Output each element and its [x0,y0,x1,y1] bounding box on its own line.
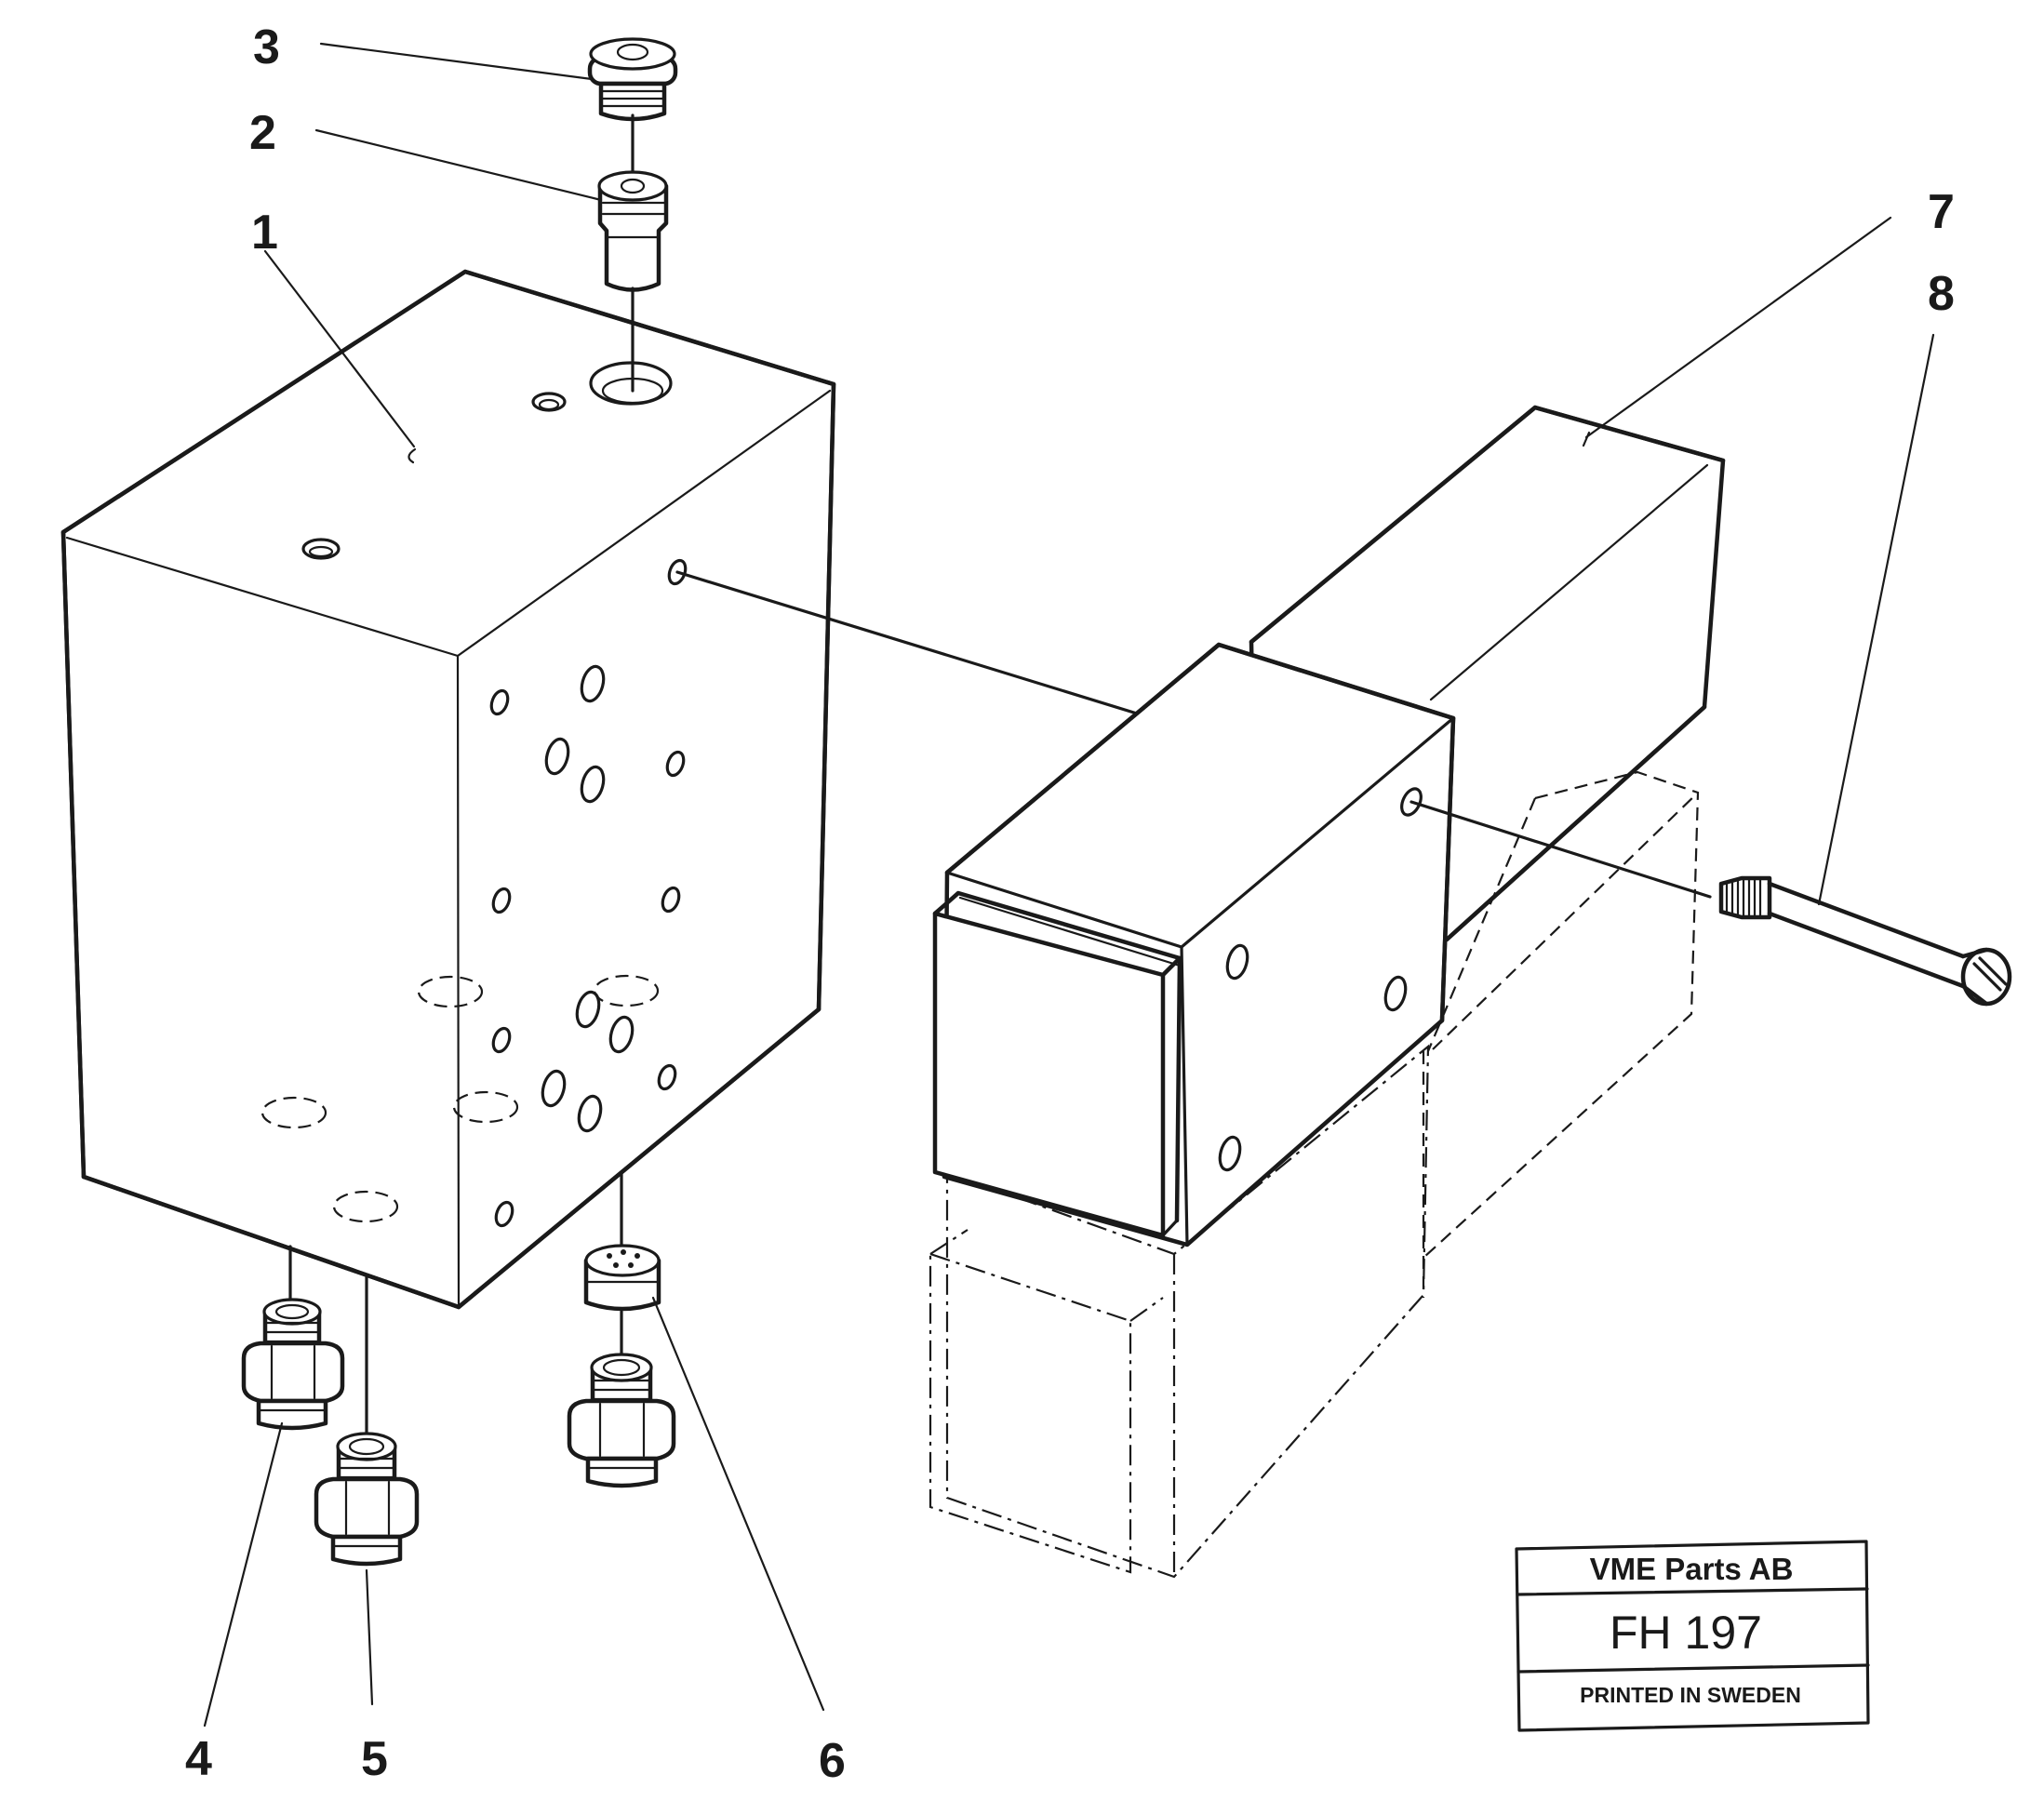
filter-6 [583,1244,661,1312]
callout-5: 5 [361,1732,388,1786]
title-block-drawing-code: FH 197 [1610,1607,1762,1659]
valve-block [60,269,1591,1310]
valve-solenoid-front [932,642,1456,1247]
cartridge [597,170,669,292]
callout-6: 6 [819,1734,846,1788]
axis-line-block-valve [675,570,1139,715]
fitting-4 [241,1298,345,1431]
title-block-company: VME Parts AB [1590,1552,1794,1586]
callout-8: 8 [1928,267,1955,321]
callout-1: 1 [251,206,278,260]
leader-lines [203,42,1935,1728]
bolt-8 [1718,875,2012,1007]
axis-line-bolt [1409,800,1712,899]
callout-4: 4 [185,1732,212,1786]
plug [587,37,678,122]
title-block-printed: PRINTED IN SWEDEN [1580,1683,1801,1707]
phantom-lower-block [1422,770,1700,1298]
callout-7: 7 [1928,185,1955,239]
fitting-5 [314,1432,420,1567]
callout-2: 2 [249,106,276,160]
title-block: VME Parts AB FH 197 PRINTED IN SWEDEN [1515,1540,1870,1732]
callout-3: 3 [253,20,280,74]
fitting-6 [567,1353,676,1488]
phantom-adapter-block [928,1044,1430,1579]
